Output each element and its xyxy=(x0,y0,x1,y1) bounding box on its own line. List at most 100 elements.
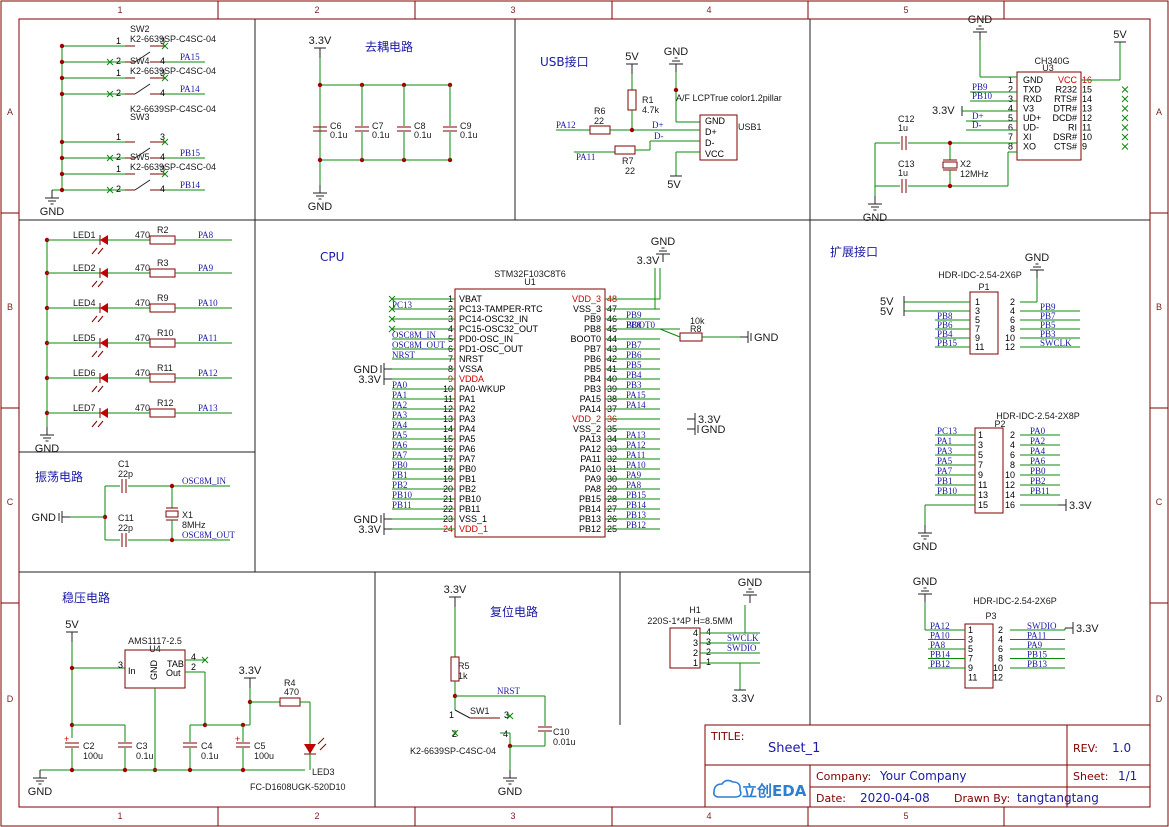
resistor-body xyxy=(149,408,176,418)
title-value: Sheet_1 xyxy=(768,741,820,756)
pin-num: 11 xyxy=(978,480,987,490)
net-label: PB3 xyxy=(1040,329,1056,339)
junction-dot xyxy=(59,91,65,97)
net-label: PA5 xyxy=(937,456,953,466)
p1-part: HDR-IDC-2.54-2X6P xyxy=(938,270,1022,280)
pin-num: 10 xyxy=(993,663,1003,673)
pin-num: 1 xyxy=(449,710,454,720)
grid-row-left: C xyxy=(7,497,14,507)
led-arrow xyxy=(91,420,98,428)
led-diode-icon xyxy=(100,303,108,313)
cap-ref: C11 xyxy=(118,513,134,523)
pin-num: 7 xyxy=(978,460,983,470)
sheet-label: Sheet: xyxy=(1073,770,1109,783)
led-arrow xyxy=(97,385,104,393)
net-label: PA10 xyxy=(198,298,218,308)
pin-name: In xyxy=(128,666,136,676)
cap-value: 0.1u xyxy=(330,130,348,140)
pin-num: 2 xyxy=(1010,430,1015,440)
led-arrow xyxy=(317,737,325,745)
pin-name: PC15-OSC32_OUT xyxy=(459,324,539,334)
reg-part: AMS1117-2.5 xyxy=(128,636,182,646)
net-label: PA3 xyxy=(392,410,408,420)
title-decoupling: 去耦电路 xyxy=(365,39,413,54)
no-connect-mark xyxy=(106,90,114,98)
pin-num: 10 xyxy=(1005,470,1015,480)
net-label: PB1 xyxy=(392,470,408,480)
res-value: 470 xyxy=(135,403,150,413)
usb-pin: VCC xyxy=(705,149,725,159)
resistor-body xyxy=(627,89,637,111)
net-label: PA2 xyxy=(392,400,407,410)
net-label: PB11 xyxy=(392,500,412,510)
led-ref: LED4 xyxy=(73,298,96,308)
net-label: PB3 xyxy=(626,380,642,390)
cap-ref: C2 xyxy=(83,741,95,751)
sheet-value: 1/1 xyxy=(1118,769,1137,783)
p2-part: HDR-IDC-2.54-2X8P xyxy=(996,411,1080,421)
power-label: 3.3V xyxy=(1069,500,1092,512)
pin-num: 1 xyxy=(1008,75,1013,85)
pin-num: 2 xyxy=(191,662,196,672)
pin-num: 2 xyxy=(116,184,121,194)
net-label: PB13 xyxy=(1027,659,1048,669)
grid-col-top: 4 xyxy=(706,5,711,15)
grid-col-bottom: 4 xyxy=(706,811,711,821)
pin-num: 3 xyxy=(160,132,165,142)
no-connect-mark xyxy=(1121,95,1129,103)
cap-ref: C5 xyxy=(254,741,266,751)
res-ref: R4 xyxy=(284,678,296,688)
pin-name: PB8 xyxy=(584,324,601,334)
net-label: PB12 xyxy=(930,659,950,669)
net-label: BOOT0 xyxy=(626,320,655,330)
junction-dot xyxy=(169,537,175,543)
net-label: D+ xyxy=(972,111,984,121)
res-ref: R7 xyxy=(622,156,634,166)
res-value: 470 xyxy=(135,230,150,240)
pin-num: 12 xyxy=(1082,113,1092,123)
junction-dot xyxy=(122,767,128,773)
cap-ref: C3 xyxy=(136,741,148,751)
net-label: PA6 xyxy=(392,440,408,450)
net-label: SWCLK xyxy=(727,633,759,643)
net-label: PB9 xyxy=(1040,302,1056,312)
led-ref: LED6 xyxy=(73,368,96,378)
pin-num: 9 xyxy=(978,470,983,480)
pin-num: 7 xyxy=(1008,132,1013,142)
ground-label: GND xyxy=(913,541,938,553)
pin-name: PB3 xyxy=(584,384,601,394)
pin-num: 4 xyxy=(160,184,165,194)
pin-name: PA6 xyxy=(459,444,475,454)
net-label: PB5 xyxy=(1040,320,1056,330)
pin-name: BOOT0 xyxy=(570,334,601,344)
ground-label: GND xyxy=(863,212,888,224)
led-diode-icon xyxy=(304,744,316,754)
resistor-body xyxy=(149,303,176,313)
res-ref: R12 xyxy=(157,398,174,408)
net-label: PA11 xyxy=(626,450,645,460)
ground-label: GND xyxy=(968,14,993,26)
pin-num: 1 xyxy=(116,36,121,46)
switch-ref: SW4 xyxy=(130,56,150,66)
crystal-ref: X1 xyxy=(182,510,193,520)
led-diode-icon xyxy=(100,268,108,278)
ground-label: GND xyxy=(40,206,65,218)
grid-row-left: D xyxy=(7,694,14,704)
power-label: 5V xyxy=(880,296,894,308)
net-label: PA8 xyxy=(198,230,214,240)
cap-value: 100u xyxy=(83,751,103,761)
net-label: PA8 xyxy=(930,640,946,650)
cap-value: 0.01u xyxy=(553,737,576,747)
cap-value: 1u xyxy=(898,168,908,178)
net-label: PA1 xyxy=(937,436,952,446)
power-label: 3.3V xyxy=(309,35,332,47)
pin-name: PB12 xyxy=(579,524,601,534)
no-connect-mark xyxy=(161,170,169,178)
usb-pin: D+ xyxy=(705,127,717,137)
pin-num: 7 xyxy=(968,654,973,664)
net-label: OSC8M_OUT xyxy=(392,340,446,350)
net-label: PA9 xyxy=(1027,640,1043,650)
pin-name: DTR# xyxy=(1053,104,1077,114)
pin-name: UD+ xyxy=(1023,113,1041,123)
